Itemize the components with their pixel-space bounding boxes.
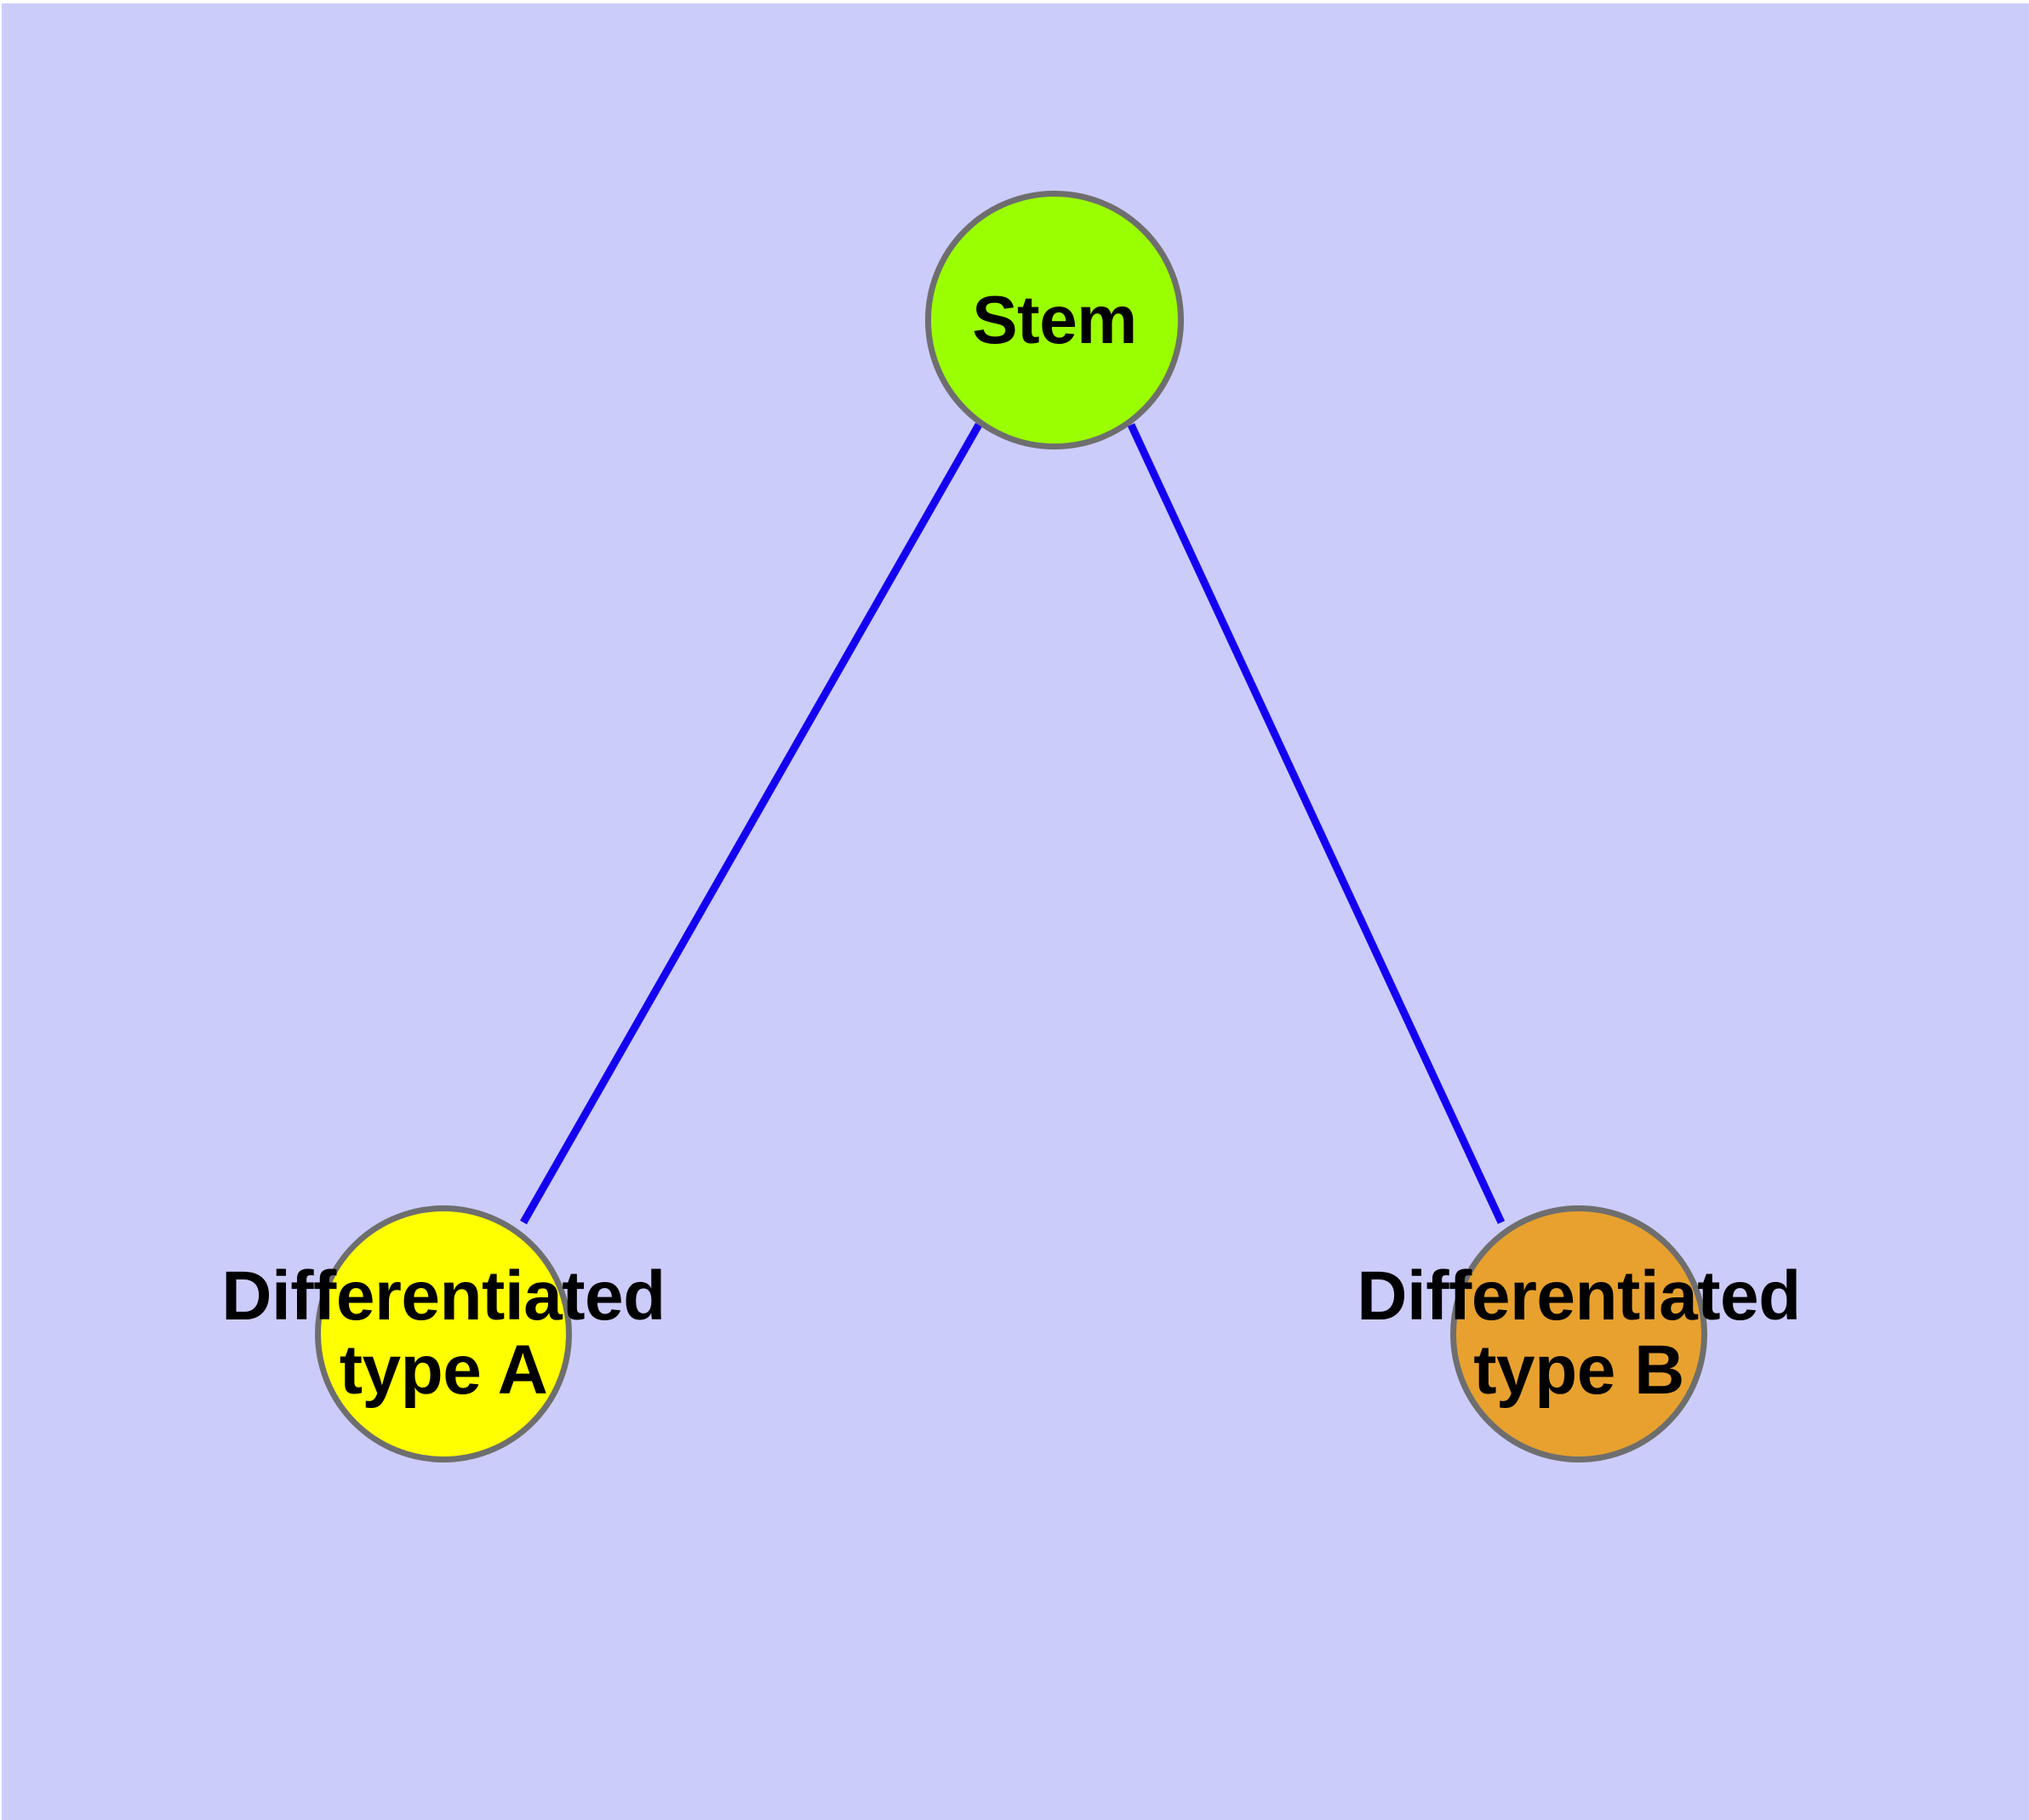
edge-stem-to-diff-b — [1127, 423, 1506, 1224]
edge-stem-to-diff-a — [520, 422, 982, 1225]
edge-layer — [520, 422, 1506, 1225]
node-differentiated-type-a[interactable] — [315, 1205, 572, 1462]
node-differentiated-type-b[interactable] — [1450, 1205, 1707, 1462]
node-layer: Stem Differentiated type A Differentiate… — [2, 3, 2029, 1820]
graph-canvas: Stem Differentiated type A Differentiate… — [2, 3, 2029, 1820]
node-stem[interactable] — [925, 191, 1184, 449]
